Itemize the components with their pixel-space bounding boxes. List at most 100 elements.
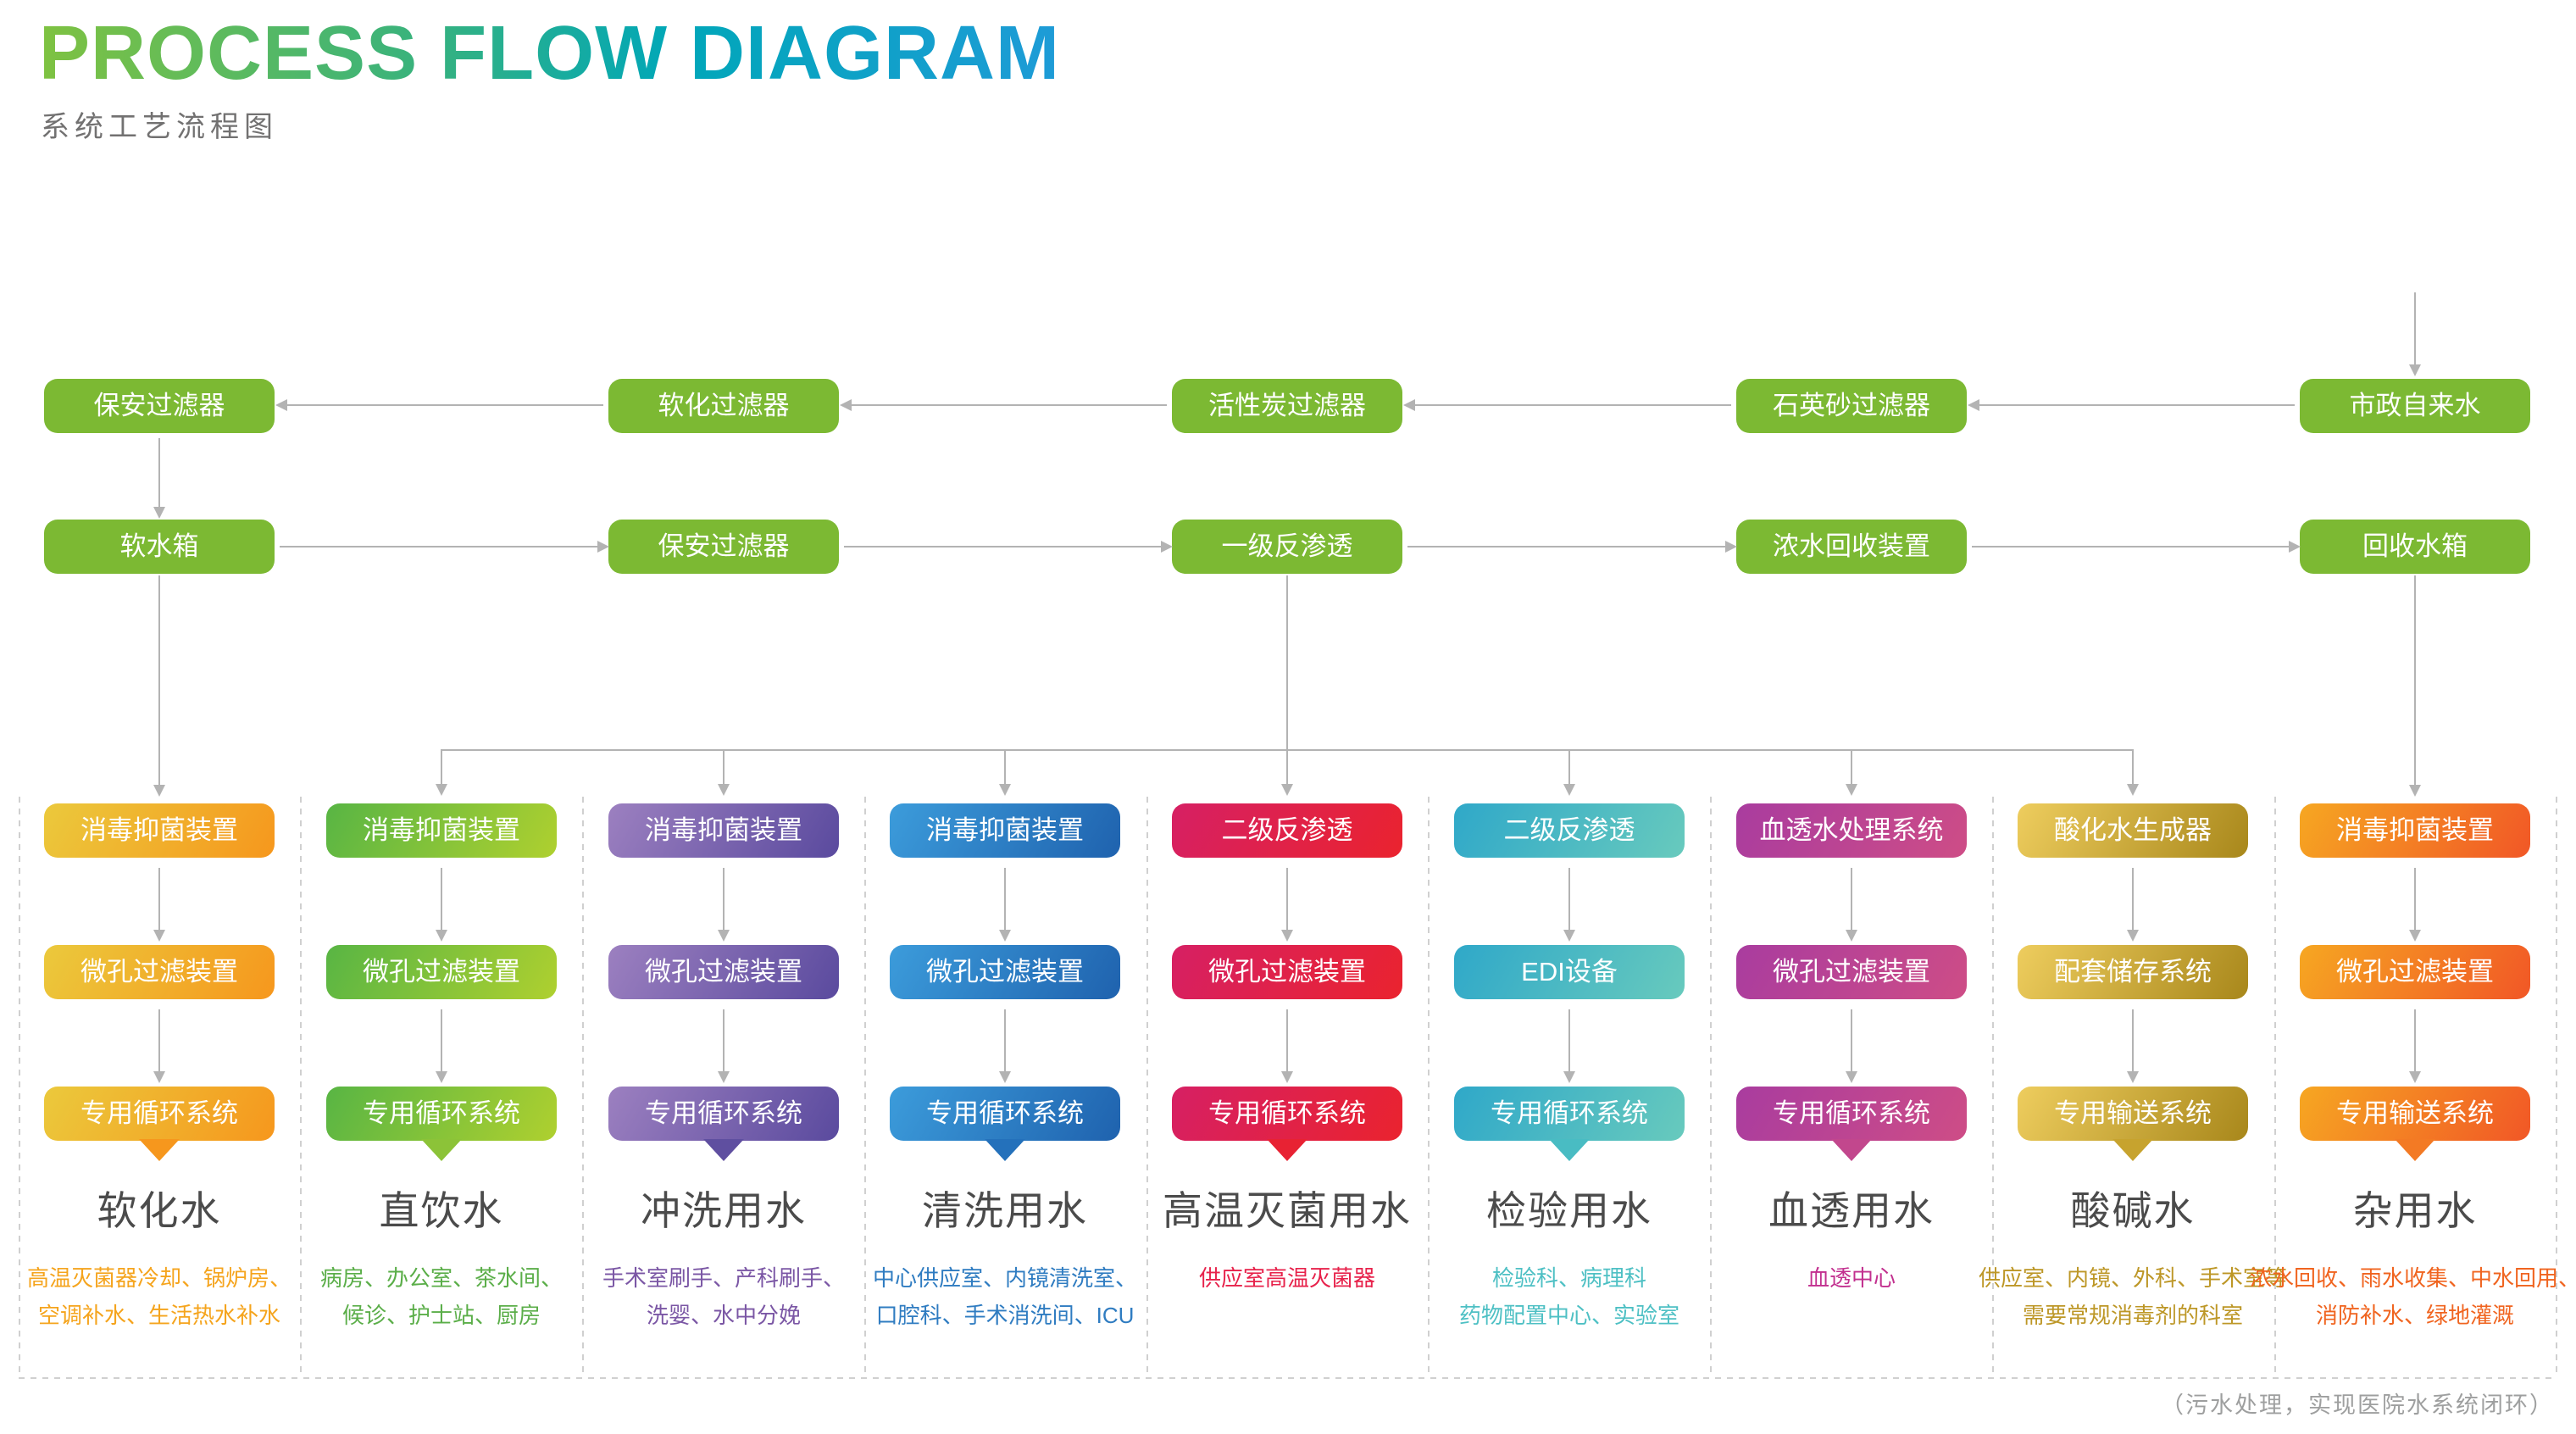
step-box-pointer: 专用循环系统 xyxy=(1736,1087,1967,1161)
flow-box-quartz-filter: 石英砂过滤器 xyxy=(1736,379,1967,433)
water-type-title: 检验用水 xyxy=(1486,1188,1652,1233)
usage-line: 血透中心 xyxy=(1807,1265,1896,1291)
column-separator xyxy=(1710,797,1712,1377)
flow-box-soft-water-tank: 软水箱 xyxy=(44,520,275,574)
step-arrow xyxy=(718,868,730,942)
column-miscellaneous-water: 消毒抑菌装置 微孔过滤装置 专用输送系统 杂用水 浓水回收、雨水收集、中水回用、… xyxy=(2250,803,2576,1377)
column-separator xyxy=(1428,797,1430,1377)
step-box: 微孔过滤装置 xyxy=(2300,945,2530,999)
usage-line: 供应室高温灭菌器 xyxy=(1198,1265,1376,1291)
usage-line: 中心供应室、内镜清洗室、 xyxy=(872,1265,1138,1291)
usage-line: 洗婴、水中分娩 xyxy=(646,1303,802,1328)
usage-description: 高温灭菌器冷却、锅炉房、 空调补水、生活热水补水 xyxy=(27,1259,291,1334)
column-separator xyxy=(19,797,20,1377)
usage-description: 供应室、内镜、外科、手术室等 需要常规消毒剂的科室 xyxy=(1979,1259,2287,1334)
usage-line: 高温灭菌器冷却、锅炉房、 xyxy=(26,1265,292,1291)
flow-arrow-left xyxy=(1968,399,2295,411)
step-box: 微孔过滤装置 xyxy=(1172,945,1402,999)
flow-arrow-right xyxy=(280,541,609,553)
water-type-title: 酸碱水 xyxy=(2070,1188,2196,1233)
bus-riser xyxy=(1286,575,1288,750)
step-box: 二级反渗透 xyxy=(1454,803,1685,858)
flow-arrow-right xyxy=(844,541,1173,553)
bus-drop-arrow xyxy=(999,749,1011,796)
flow-arrow-right xyxy=(1972,541,2301,553)
step-box: 消毒抑菌装置 xyxy=(44,803,275,858)
step-box-pointer: 专用循环系统 xyxy=(1172,1087,1402,1161)
column-separator xyxy=(864,797,866,1377)
column-separator xyxy=(2274,797,2276,1377)
inlet-arrow-municipal xyxy=(2409,292,2421,376)
step-arrow xyxy=(999,1009,1011,1083)
arrow-tank-to-column9 xyxy=(2409,575,2421,797)
usage-line: 供应室、内镜、外科、手术室等 xyxy=(1978,1265,2288,1291)
flow-arrow-left xyxy=(1403,399,1731,411)
footnote: （污水处理，实现医院水系统闭环） xyxy=(2161,1392,2554,1418)
step-box: 血透水处理系统 xyxy=(1736,803,1967,858)
page-subtitle: 系统工艺流程图 xyxy=(41,111,278,143)
step-box: 消毒抑菌装置 xyxy=(326,803,557,858)
step-arrow xyxy=(2409,1009,2421,1083)
flow-box-security-filter: 保安过滤器 xyxy=(44,379,275,433)
step-box: 微孔过滤装置 xyxy=(326,945,557,999)
water-type-title: 清洗用水 xyxy=(922,1188,1088,1233)
flow-box-first-stage-ro: 一级反渗透 xyxy=(1172,520,1402,574)
step-box-pointer: 专用输送系统 xyxy=(2018,1087,2248,1161)
column-softened-water: 消毒抑菌装置 微孔过滤装置 专用循环系统 软化水 高温灭菌器冷却、锅炉房、 空调… xyxy=(19,803,300,1377)
water-type-title: 高温灭菌用水 xyxy=(1163,1188,1412,1233)
flow-box-concentrate-recovery: 浓水回收装置 xyxy=(1736,520,1967,574)
step-box: 消毒抑菌装置 xyxy=(890,803,1120,858)
bus-drop-arrow xyxy=(1281,749,1293,796)
step-box-pointer: 专用循环系统 xyxy=(608,1087,839,1161)
water-type-title: 血透用水 xyxy=(1768,1188,1935,1233)
column-separator xyxy=(582,797,584,1377)
step-box: 配套储存系统 xyxy=(2018,945,2248,999)
bottom-separator xyxy=(19,1377,2556,1379)
column-separator xyxy=(1146,797,1148,1377)
water-type-title: 冲洗用水 xyxy=(641,1188,807,1233)
step-arrow xyxy=(2409,868,2421,942)
column-hemodialysis-water: 血透水处理系统 微孔过滤装置 专用循环系统 血透用水 血透中心 xyxy=(1711,803,1992,1377)
bus-drop-arrow xyxy=(1846,749,1857,796)
step-box: 微孔过滤装置 xyxy=(44,945,275,999)
page-title: PROCESS FLOW DIAGRAM xyxy=(39,11,1060,96)
step-box: 微孔过滤装置 xyxy=(1736,945,1967,999)
column-acid-alkali-water: 酸化水生成器 配套储存系统 专用输送系统 酸碱水 供应室、内镜、外科、手术室等 … xyxy=(1979,803,2287,1377)
flow-arrow-left xyxy=(275,399,603,411)
bus-drop-arrow xyxy=(1563,749,1575,796)
bus-drop-arrow xyxy=(2127,749,2139,796)
flow-arrow-left xyxy=(840,399,1167,411)
step-box: 消毒抑菌装置 xyxy=(2300,803,2530,858)
flow-box-municipal-water: 市政自来水 xyxy=(2300,379,2530,433)
step-box: 消毒抑菌装置 xyxy=(608,803,839,858)
step-arrow xyxy=(718,1009,730,1083)
step-box-pointer: 专用循环系统 xyxy=(890,1087,1120,1161)
flow-box-recycle-tank: 回收水箱 xyxy=(2300,520,2530,574)
flow-box-security-filter-2: 保安过滤器 xyxy=(608,520,839,574)
water-type-title: 直饮水 xyxy=(379,1188,504,1233)
step-box: EDI设备 xyxy=(1454,945,1685,999)
usage-line: 药物配置中心、实验室 xyxy=(1458,1303,1680,1328)
flow-box-softening-filter: 软化过滤器 xyxy=(608,379,839,433)
bus-drop-arrow xyxy=(436,749,447,796)
step-box: 微孔过滤装置 xyxy=(608,945,839,999)
step-arrow xyxy=(1563,1009,1575,1083)
water-type-title: 杂用水 xyxy=(2352,1188,2478,1233)
usage-line: 候诊、护士站、厨房 xyxy=(341,1303,541,1328)
step-box: 酸化水生成器 xyxy=(2018,803,2248,858)
step-box-pointer: 专用循环系统 xyxy=(1454,1087,1685,1161)
column-separator xyxy=(2556,797,2557,1377)
usage-line: 空调补水、生活热水补水 xyxy=(37,1303,281,1328)
column-laboratory-water: 二级反渗透 EDI设备 专用循环系统 检验用水 检验科、病理科 药物配置中心、实… xyxy=(1429,803,1710,1377)
step-box-pointer: 专用循环系统 xyxy=(44,1087,275,1161)
step-arrow xyxy=(999,868,1011,942)
usage-line: 消防补水、绿地灌溉 xyxy=(2315,1303,2515,1328)
usage-description: 浓水回收、雨水收集、中水回用、 消防补水、绿地灌溉 xyxy=(2250,1259,2576,1334)
step-arrow xyxy=(153,868,165,942)
column-rinse-water: 消毒抑菌装置 微孔过滤装置 专用循环系统 冲洗用水 手术室刷手、产科刷手、 洗婴… xyxy=(583,803,864,1377)
column-separator xyxy=(300,797,302,1377)
step-box: 二级反渗透 xyxy=(1172,803,1402,858)
arrow-tank-to-column1 xyxy=(153,575,165,797)
step-arrow xyxy=(436,1009,447,1083)
step-arrow xyxy=(1281,1009,1293,1083)
